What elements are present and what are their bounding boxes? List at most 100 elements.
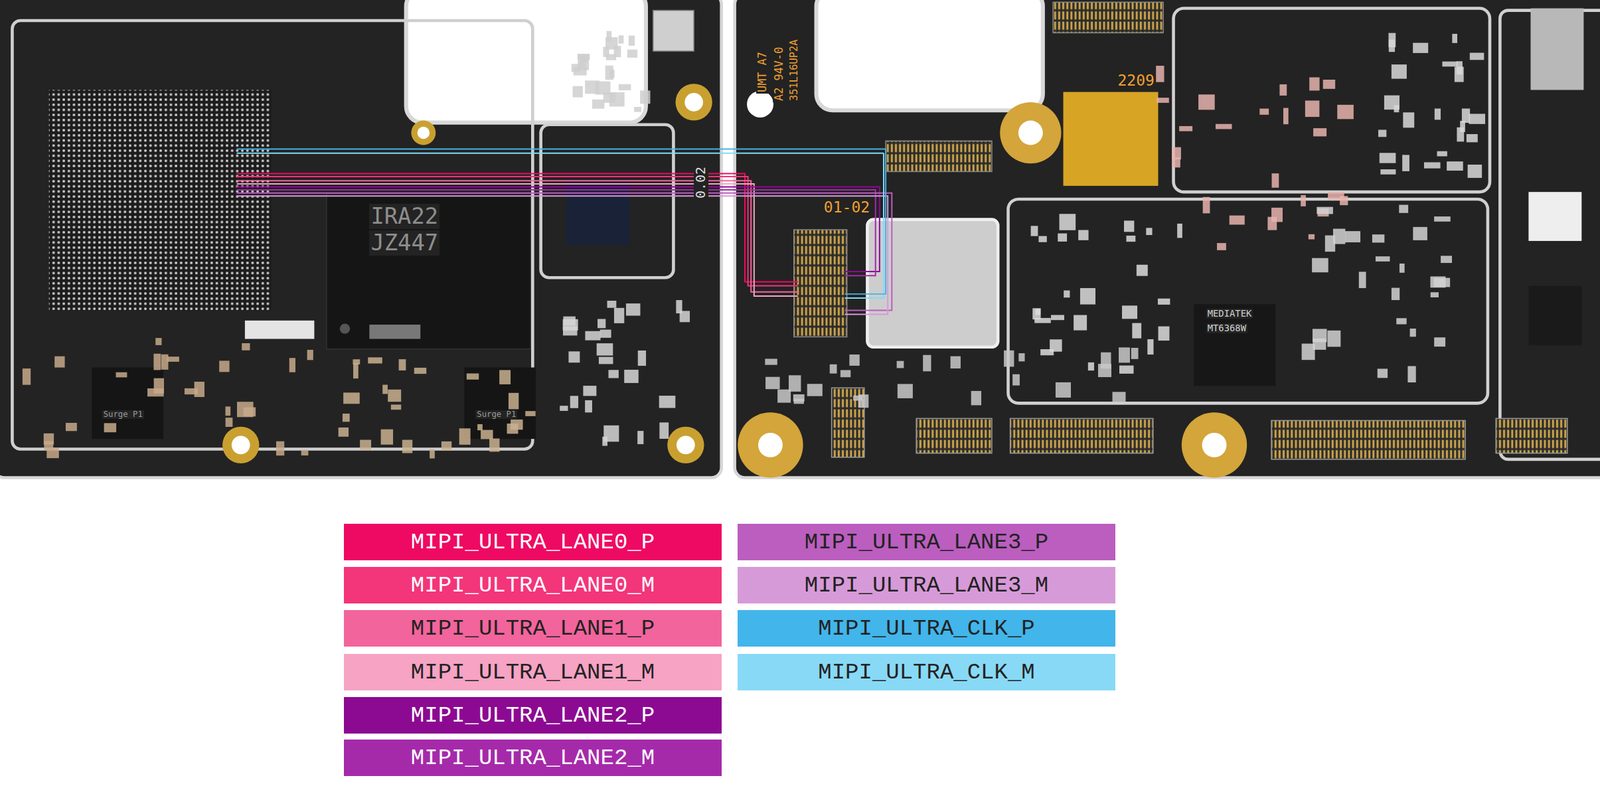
smd-part	[602, 47, 609, 58]
smd-part	[1172, 157, 1181, 168]
smd-part	[592, 99, 605, 109]
board-connector	[885, 140, 992, 172]
smd-part	[614, 308, 625, 324]
smd-part	[154, 378, 164, 394]
smd-part	[637, 430, 644, 445]
board-marking-text: IRA22	[369, 203, 440, 229]
smd-part	[1313, 128, 1327, 137]
smd-part	[582, 55, 589, 62]
board-connector	[916, 418, 992, 453]
smd-part	[399, 359, 407, 371]
smd-part	[1032, 308, 1041, 320]
smd-part	[353, 363, 359, 379]
board-marking: A2 94V-0	[772, 45, 787, 102]
smd-part	[659, 395, 676, 408]
component	[1530, 8, 1584, 91]
smd-part	[1279, 84, 1287, 96]
smd-part	[1384, 95, 1400, 111]
smd-part	[626, 303, 641, 316]
smd-part	[54, 356, 65, 368]
screw-hole	[222, 426, 259, 464]
legend-swatch: MIPI_ULTRA_LANE2_M	[343, 739, 722, 777]
mipi-traces	[237, 149, 893, 315]
smd-part	[1402, 154, 1410, 172]
screw-hole	[675, 83, 712, 121]
smd-part	[1050, 314, 1065, 320]
screw-hole	[417, 126, 430, 139]
smd-part	[1088, 362, 1095, 371]
smd-part	[607, 300, 617, 309]
smd-part	[1202, 197, 1211, 214]
smd-part	[225, 417, 234, 427]
smd-part	[1327, 191, 1345, 200]
smd-part	[1345, 231, 1361, 243]
smd-part	[359, 440, 372, 451]
smd-part	[1456, 61, 1463, 75]
smd-part	[600, 329, 612, 338]
smd-part	[166, 356, 179, 362]
screw-hole	[1202, 432, 1227, 458]
smd-part	[1398, 205, 1409, 214]
legend-text: MIPI_ULTRA_LANE1_P	[410, 616, 655, 642]
board-marking: IRA22	[369, 203, 440, 229]
smd-part	[1323, 79, 1336, 89]
smd-part	[1412, 43, 1429, 54]
smd-part	[829, 364, 838, 374]
smd-part	[896, 361, 905, 369]
screw-hole	[746, 90, 774, 118]
component	[244, 320, 315, 340]
legend-text: MIPI_ULTRA_LANE2_M	[410, 745, 655, 771]
smd-part	[1446, 161, 1464, 171]
smd-part	[570, 395, 579, 408]
trace-lane2-p	[237, 186, 880, 272]
board-cutout	[816, 0, 1043, 111]
screw-hole	[999, 102, 1061, 164]
smd-part	[853, 395, 863, 401]
legend-swatch: MIPI_ULTRA_CLK_M	[737, 653, 1116, 691]
smd-part	[1434, 216, 1451, 222]
smd-part	[1441, 61, 1458, 68]
smd-part	[1359, 271, 1367, 289]
smd-part	[1038, 236, 1047, 243]
smd-part	[1177, 223, 1183, 239]
board-connector	[1052, 1, 1164, 33]
smd-part	[161, 354, 169, 370]
smd-part	[1391, 64, 1407, 80]
smd-part	[65, 422, 78, 431]
smd-part	[1388, 39, 1395, 52]
smd-part	[459, 428, 471, 445]
smd-part	[584, 400, 593, 413]
smd-part	[1157, 298, 1170, 305]
smd-part	[624, 369, 639, 384]
smd-part	[559, 405, 568, 411]
smd-part	[582, 385, 597, 396]
smd-part	[1147, 339, 1154, 355]
smd-part	[387, 389, 401, 402]
board-marking-text: MEDIATEK	[1206, 308, 1254, 319]
smd-part	[1436, 151, 1447, 157]
legend-text: MIPI_ULTRA_LANE0_P	[410, 529, 655, 556]
smd-part	[22, 368, 31, 386]
screw-hole	[737, 412, 803, 478]
shield-frame	[1008, 199, 1488, 403]
smd-part	[1003, 350, 1014, 368]
legend-text: MIPI_ULTRA_CLK_M	[817, 659, 1035, 686]
trace-lane3-m	[237, 195, 889, 315]
smd-part	[1259, 108, 1269, 115]
smd-part	[480, 430, 493, 440]
trace-lane3-p	[237, 193, 893, 311]
smd-part	[381, 429, 394, 445]
smd-part	[237, 401, 254, 417]
board-marking-text: Surge P1	[475, 410, 518, 420]
board-marking: Surge P1	[102, 408, 145, 421]
board-marking: 2209	[1116, 72, 1156, 89]
smd-part	[1216, 242, 1227, 251]
smd-part	[1131, 347, 1139, 360]
shield-frame	[11, 20, 533, 450]
smd-part	[342, 413, 350, 422]
smd-part	[382, 385, 388, 395]
smd-part	[1402, 112, 1415, 128]
legend-swatch: MIPI_ULTRA_LANE1_P	[343, 610, 722, 647]
smd-part	[225, 406, 231, 416]
smd-part	[1012, 374, 1020, 386]
